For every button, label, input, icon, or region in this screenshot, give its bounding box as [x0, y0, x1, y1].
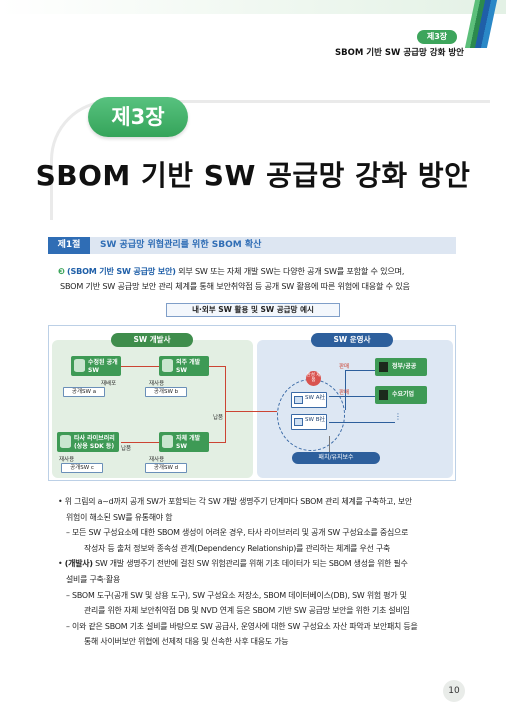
chapter-title: SBOM 기반 SW 공급망 강화 방안 [35, 159, 471, 192]
figure-caption: 내·외부 SW 활용 및 SW 공급망 예시 [166, 303, 340, 317]
more-dots: ⋮ [394, 412, 402, 421]
running-title: SBOM 기반 SW 공급망 강화 방안 [335, 48, 464, 58]
sales-line [329, 396, 375, 397]
dev-zone-tab: SW 개발사 [111, 333, 193, 347]
component-tag: 재사용 [149, 457, 165, 463]
sales-line [345, 370, 375, 371]
lead-bullet: ❸ [58, 266, 65, 276]
component-tag: 재배포 [101, 381, 117, 387]
delivery-label-lower: 납품 [121, 446, 132, 452]
section-number: 제1절 [48, 237, 90, 254]
org-government: 정부/공공 [375, 358, 427, 376]
lead-highlight: (SBOM 기반 SW 공급망 보안) [67, 266, 176, 276]
finished-product-badge: 완성 제품 [306, 371, 321, 386]
oss-card-b: 공개SW b [145, 387, 187, 397]
monitor-icon [294, 396, 303, 404]
monitor-icon [294, 418, 303, 426]
patch-maintenance: 패치/유지보수 [292, 452, 380, 464]
body-line: 위험이 해소된 SW를 유통해야 함 [66, 512, 173, 522]
body-line: 설비를 구축·활용 [66, 574, 121, 584]
building-icon [379, 362, 388, 372]
oss-card-d: 공개SW d [145, 463, 187, 473]
sales-line [329, 422, 395, 423]
sales-line [345, 370, 346, 410]
lead-line-2: SBOM 기반 SW 공급망 보안 관리 체계를 통해 보안취약점 등 공개 S… [60, 281, 410, 291]
flow-line [121, 366, 159, 367]
supply-chain-diagram: SW 개발사 SW 운영사 수정된 공개 SW 재배포 공개SW a 외주 개발… [48, 325, 456, 481]
running-chapter-chip: 제3장 [417, 30, 457, 44]
body-line: • (개발사) SW 개발 생명주기 전반에 걸친 SW 위험관리를 위해 기초… [58, 559, 408, 569]
body-line: 작성자 등 출처 정보와 종속성 관계(Dependency Relations… [84, 543, 391, 553]
header-band [0, 0, 506, 14]
lead-line-1-text: 외부 SW 또는 자체 개발 SW는 다양한 공개 SW를 포함할 수 있으며, [175, 266, 405, 276]
oss-card-a: 공개SW a [63, 387, 105, 397]
component-outsourced-sw: 외주 개발 SW [159, 356, 209, 376]
sales-label-corp: 판매 [339, 390, 350, 396]
delivery-label: 납품 [213, 415, 224, 421]
lead-paragraph: ❸ (SBOM 기반 SW 공급망 보안) 외부 SW 또는 자체 개발 SW는… [58, 264, 462, 294]
component-inhouse-sw: 자체 개발 SW [159, 432, 209, 452]
ops-zone-tab: SW 운영사 [311, 333, 393, 347]
section-title: SW 공급망 위협관리를 위한 SBOM 확산 [100, 240, 262, 250]
product-sw-b: SW B社 [291, 414, 327, 430]
body-line: 통해 사이버보안 위협에 선제적 대응 및 신속한 사후 대응도 가능 [84, 637, 289, 647]
database-icon [162, 359, 173, 372]
database-icon [74, 359, 85, 372]
flow-line [209, 442, 225, 443]
component-tag: 재사용 [59, 457, 75, 463]
chapter-label: 제3장 [88, 97, 188, 137]
body-line: 관리를 위한 자체 보안취약점 DB 및 NVD 연계 등은 SBOM 기반 S… [84, 606, 410, 616]
body-line: • 위 그림의 a~d까지 공개 SW가 포함되는 각 SW 개발 생명주기 단… [58, 497, 412, 506]
database-icon [162, 435, 173, 448]
org-enterprise: 수요기업 [375, 386, 427, 404]
flow-line [121, 442, 159, 443]
body-line: – 모든 SW 구성요소에 대한 SBOM 생성이 어려운 경우, 타사 라이브… [66, 528, 409, 538]
page-number: 10 [443, 680, 465, 702]
component-third-party-library: 타사 라이브러리 (상용 SDK 등) [57, 432, 119, 452]
patch-line [329, 436, 330, 452]
database-icon [60, 435, 71, 448]
body-line: – SBOM 도구(공개 SW 및 상용 도구), SW 구성요소 저장소, S… [66, 590, 407, 600]
body-line: – 이와 같은 SBOM 기초 설비를 바탕으로 SW 공급사, 운영사에 대한… [66, 621, 418, 631]
component-tag: 재사용 [149, 381, 165, 387]
body-paragraphs: • 위 그림의 a~d까지 공개 SW가 포함되는 각 SW 개발 생명주기 단… [58, 494, 462, 650]
chapter-arc-decoration [50, 100, 490, 220]
oss-card-c: 공개SW c [61, 463, 103, 473]
section-bar [48, 237, 456, 254]
flow-line [225, 366, 226, 443]
delivery-line [225, 411, 277, 412]
body-bold-label: (개발사) [64, 559, 93, 569]
product-sw-a: SW A社 [291, 392, 327, 408]
lead-line-1: ❸ (SBOM 기반 SW 공급망 보안) 외부 SW 또는 자체 개발 SW는… [58, 264, 462, 279]
sales-label-gov: 판매 [339, 364, 350, 370]
component-modified-oss: 수정된 공개 SW [71, 356, 121, 376]
flow-line [209, 366, 225, 367]
building-icon [379, 390, 388, 400]
